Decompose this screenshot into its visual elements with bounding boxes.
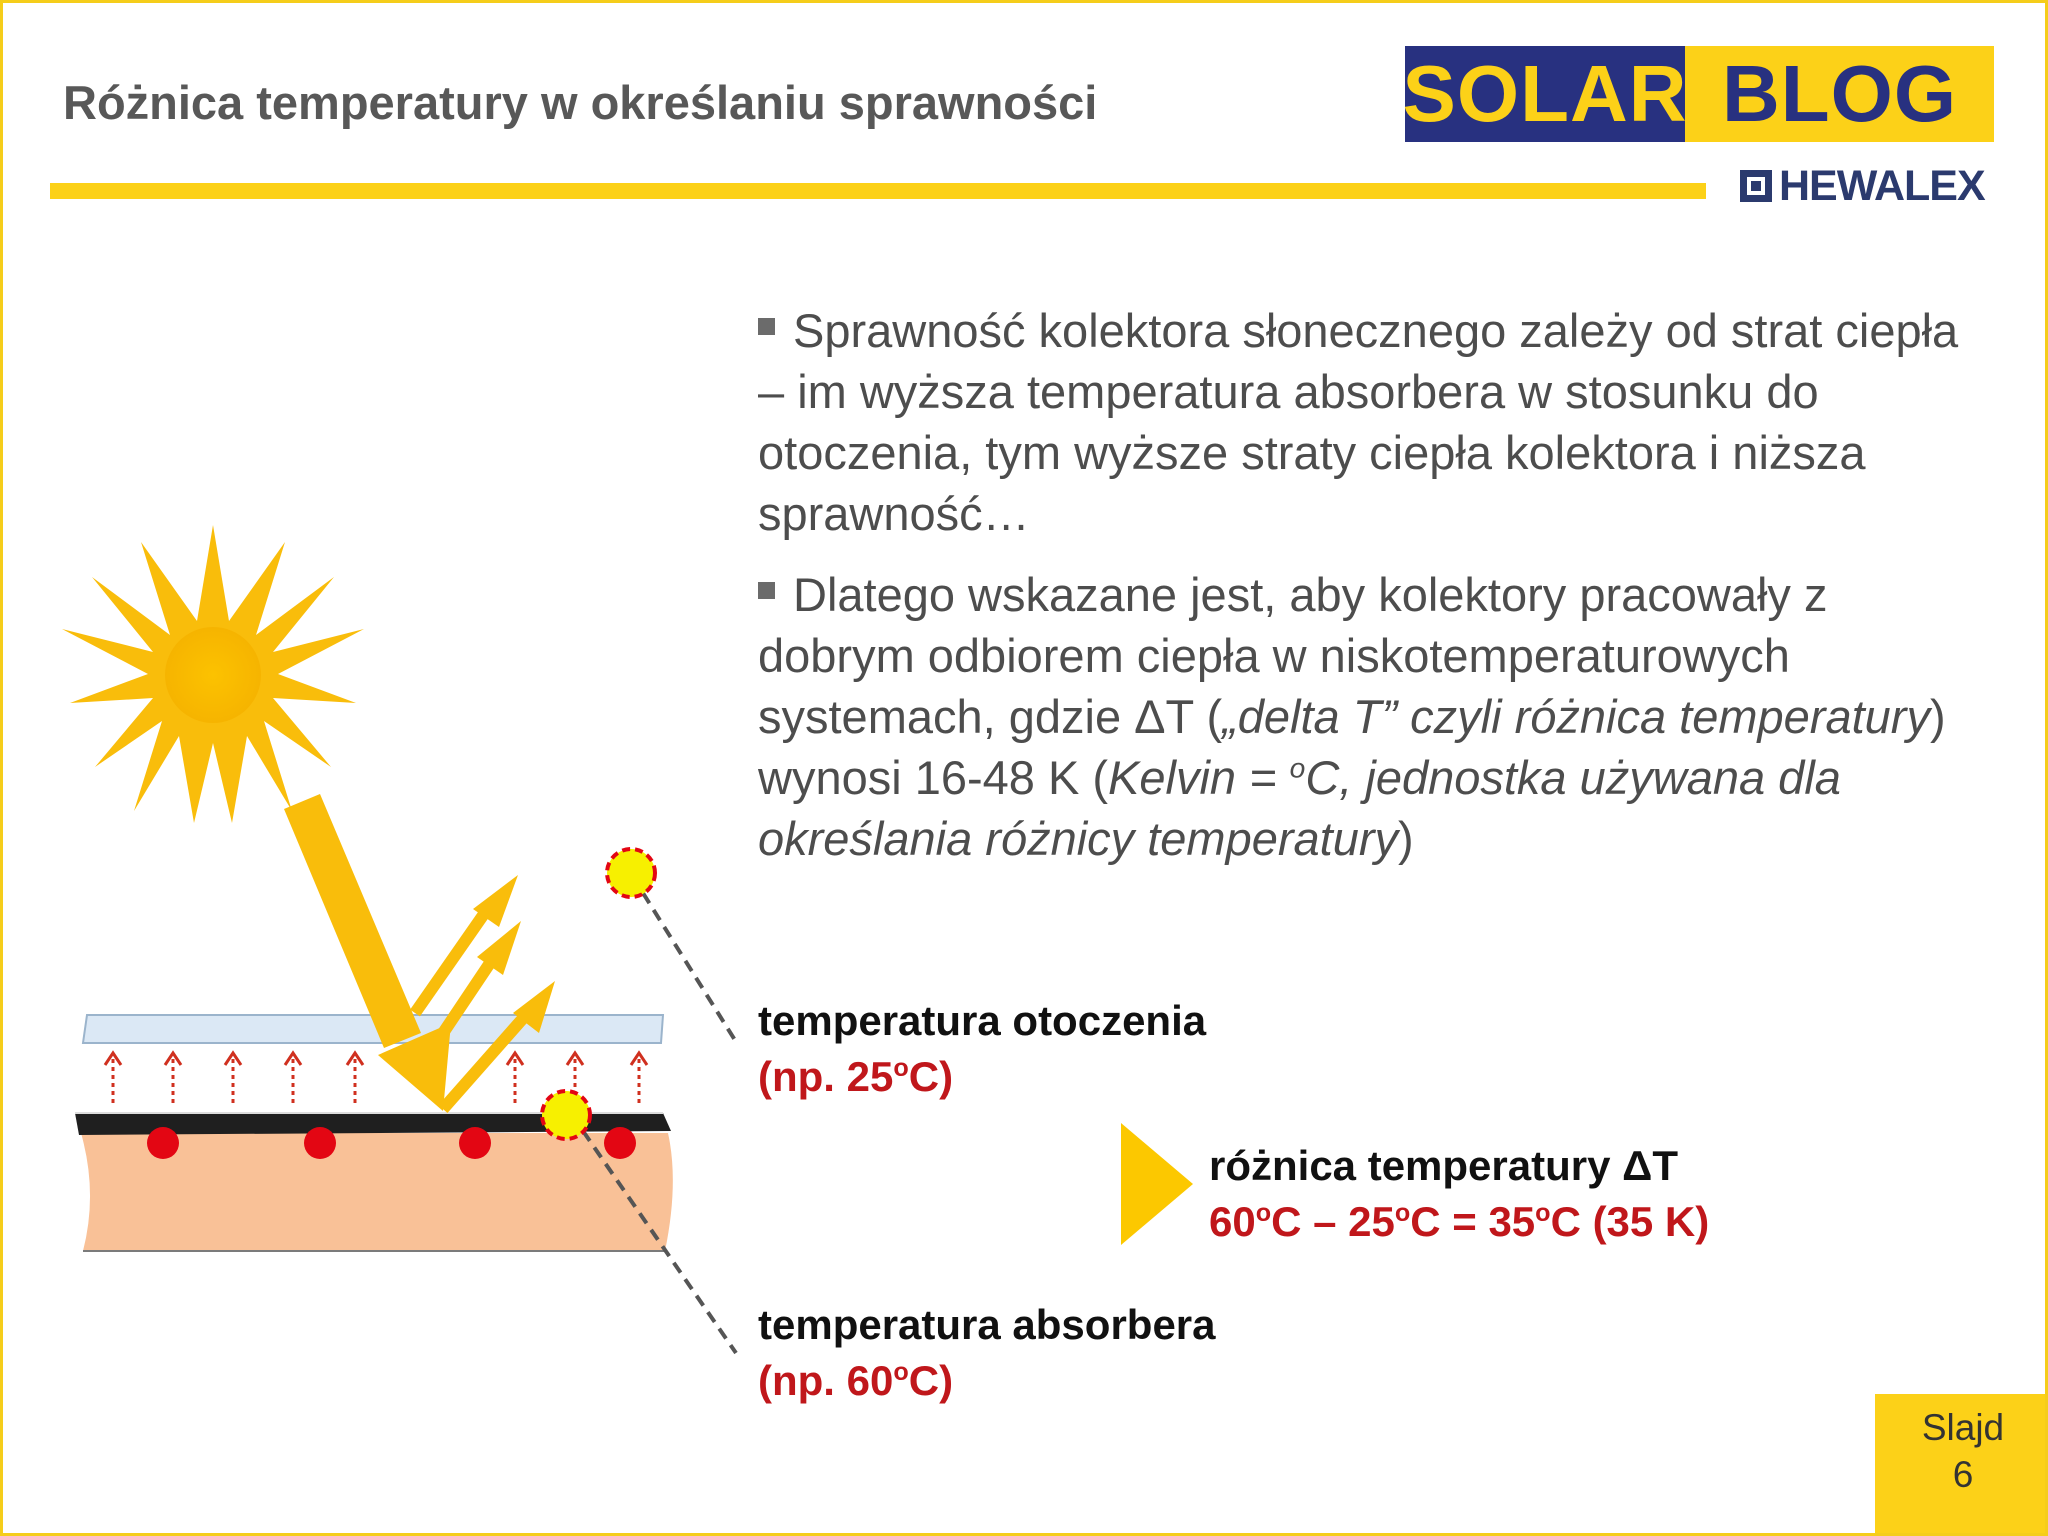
- absorber-value-b: C): [908, 1357, 954, 1404]
- hewalex-icon: [1740, 170, 1772, 202]
- paragraph-2-text-c: ): [1398, 812, 1414, 865]
- logo-blog: BLOG: [1685, 46, 1994, 142]
- paragraph-1-text: Sprawność kolektora słonecznego zależy o…: [758, 304, 1959, 540]
- temp-difference-calc: 60oC – 25oC = 35oC (35 K): [1209, 1194, 1709, 1250]
- absorber-temp-title: temperatura absorbera: [758, 1301, 1216, 1348]
- slide-label: Slajd: [1921, 1407, 2005, 1448]
- difference-arrow-icon: [1121, 1123, 1193, 1245]
- ambient-value-b: C): [908, 1053, 954, 1100]
- slide-title: Różnica temperatury w określaniu sprawno…: [63, 76, 1098, 129]
- degree-sup: o: [893, 1358, 909, 1386]
- paragraph-2: Dlatego wskazane jest, aby kolektory pra…: [758, 564, 1988, 869]
- diff-part-d: C (35 K): [1550, 1198, 1710, 1245]
- absorber-value-a: (np. 60: [758, 1357, 894, 1404]
- title-underline: [50, 183, 1706, 199]
- leader-lines: [581, 891, 740, 1355]
- paragraph-2-italic-b: Kelvin =: [1108, 751, 1290, 804]
- paragraph-2-italic-a: „delta T” czyli różnica temperatury: [1222, 690, 1930, 743]
- sun-icon: [62, 525, 364, 823]
- absorber-temp-value: (np. 60oC): [758, 1353, 1216, 1409]
- heat-loss-arrows: [103, 1050, 649, 1103]
- paragraph-2-text-b: ) wynosi 16-48 K (: [758, 690, 1946, 804]
- ambient-temp-label: temperatura otoczenia (np. 25oC): [758, 993, 1206, 1105]
- bullet-icon: [758, 318, 775, 336]
- diff-part-c: C = 35: [1410, 1198, 1536, 1245]
- ambient-temp-title: temperatura otoczenia: [758, 997, 1207, 1044]
- solarblog-logo: SOLAR BLOG: [1403, 46, 1994, 142]
- paragraph-2-italic-c: C, jednostka używana dla określania różn…: [758, 751, 1841, 865]
- hewalex-wordmark: HEWALEX: [1779, 161, 1986, 210]
- absorber-pipes: [147, 1127, 636, 1159]
- ambient-temp-value: (np. 25oC): [758, 1049, 1206, 1105]
- degree-sup: o: [1255, 1199, 1272, 1227]
- slide-number-badge: Slajd 6: [1875, 1394, 2045, 1533]
- slide-number: 6: [1952, 1454, 1974, 1495]
- diff-part-b: C – 25: [1271, 1198, 1395, 1245]
- paragraph-1: Sprawność kolektora słonecznego zależy o…: [758, 300, 1988, 544]
- absorber-temp-label: temperatura absorbera (np. 60oC): [758, 1297, 1216, 1409]
- absorber-plate: [75, 1113, 671, 1135]
- degree-sup: o: [1289, 751, 1306, 784]
- hewalex-logo: HEWALEX: [1739, 161, 1986, 210]
- absorber-marker: [540, 1089, 592, 1141]
- ambient-marker: [605, 847, 657, 899]
- ambient-value-a: (np. 25: [758, 1053, 894, 1100]
- diff-part-a: 60: [1209, 1198, 1256, 1245]
- collector-body: [81, 1133, 673, 1251]
- temp-difference-label: różnica temperatury ΔT 60oC – 25oC = 35o…: [1209, 1138, 1709, 1250]
- degree-sup: o: [1535, 1199, 1551, 1227]
- reflected-ray-arrows: [410, 875, 555, 1113]
- degree-sup: o: [1394, 1199, 1411, 1227]
- paragraph-2-text-a: Dlatego wskazane jest, aby kolektory pra…: [758, 568, 1828, 743]
- degree-sup: o: [893, 1054, 909, 1082]
- logo-solar: SOLAR: [1403, 46, 1687, 142]
- temp-difference-title: różnica temperatury ΔT: [1209, 1142, 1678, 1189]
- bullet-icon: [758, 582, 775, 600]
- collector-diagram: [62, 525, 740, 1355]
